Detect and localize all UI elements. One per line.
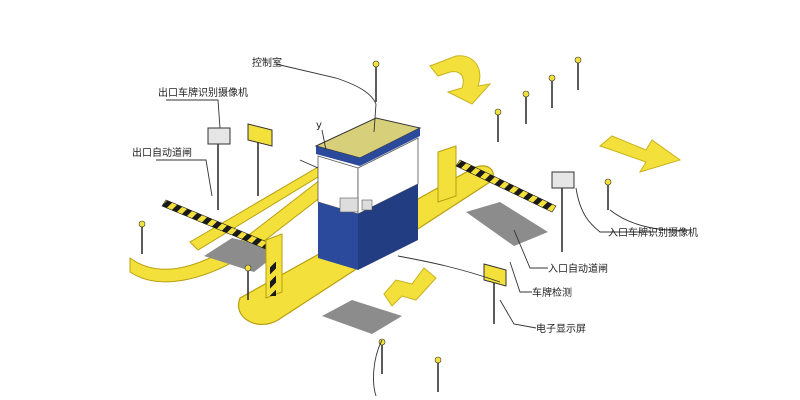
- bollards: [138, 56, 612, 392]
- exit-gate-post: [270, 262, 276, 296]
- display-screen-leader: [499, 299, 537, 329]
- exit-camera-leader: [166, 99, 221, 129]
- entry-gate-leader: [513, 229, 548, 269]
- entry-display-panel: [483, 263, 507, 287]
- exit-barrier-gate: [161, 199, 283, 299]
- booth-lower-front: [318, 202, 358, 270]
- entry-gate-label: 入口自动道闸: [548, 262, 608, 275]
- entry-camera: [551, 171, 575, 252]
- control-booth: [314, 117, 422, 270]
- bollard: [604, 178, 612, 210]
- bollard: [138, 220, 146, 254]
- booth-terminal: [339, 197, 359, 213]
- bollard: [244, 264, 252, 300]
- plate-detection-leader: [509, 261, 532, 293]
- booth-marker-label: y: [316, 120, 322, 131]
- control-room-leader: [275, 63, 377, 133]
- exit-camera: [207, 127, 231, 210]
- booth-marker-leader: [321, 129, 327, 151]
- arrow-down-icon: [383, 267, 437, 307]
- bollard: [434, 356, 442, 392]
- booth-roof-front: [316, 146, 360, 166]
- bollard: [372, 60, 380, 102]
- booth-wire: [299, 159, 319, 169]
- entry-barrier-arm: [455, 159, 557, 213]
- field-wiring: [397, 209, 691, 283]
- entry-detector-pad: [466, 202, 548, 246]
- booth-lower-side: [358, 184, 418, 270]
- booth-roof-side: [360, 128, 420, 166]
- exit-gate-label: 出口自动道闸: [132, 146, 192, 159]
- entry-camera-label: 入口车牌识别摄像机: [608, 226, 698, 239]
- exit-camera-icon: [207, 127, 231, 145]
- arrow-right-icon: [429, 55, 492, 105]
- control-room-label: 控制室: [252, 56, 282, 69]
- entry-camera-leader: [575, 187, 656, 233]
- entry-barrier-gate: [437, 145, 557, 213]
- bollard: [494, 108, 502, 142]
- entry-display-screen: [483, 263, 507, 324]
- entry-gate-cabinet: [437, 145, 457, 203]
- exit-gate-leader: [156, 159, 213, 197]
- bollard: [574, 56, 582, 90]
- entry-camera-icon: [551, 171, 575, 189]
- display-screen-label: 电子显示屏: [536, 322, 586, 335]
- arrow-up-right-icon: [598, 135, 682, 173]
- plate-detection-pad: [322, 300, 402, 334]
- plate-detection-label: 车牌检测: [532, 286, 572, 299]
- booth-chair: [361, 199, 373, 211]
- exit-camera-label: 出口车牌识别摄像机: [158, 86, 248, 99]
- bollard: [548, 74, 556, 108]
- exit-display-board: [247, 123, 273, 196]
- bollard: [522, 90, 530, 124]
- field-wiring-lower: [373, 339, 383, 397]
- exit-display-panel: [247, 123, 273, 147]
